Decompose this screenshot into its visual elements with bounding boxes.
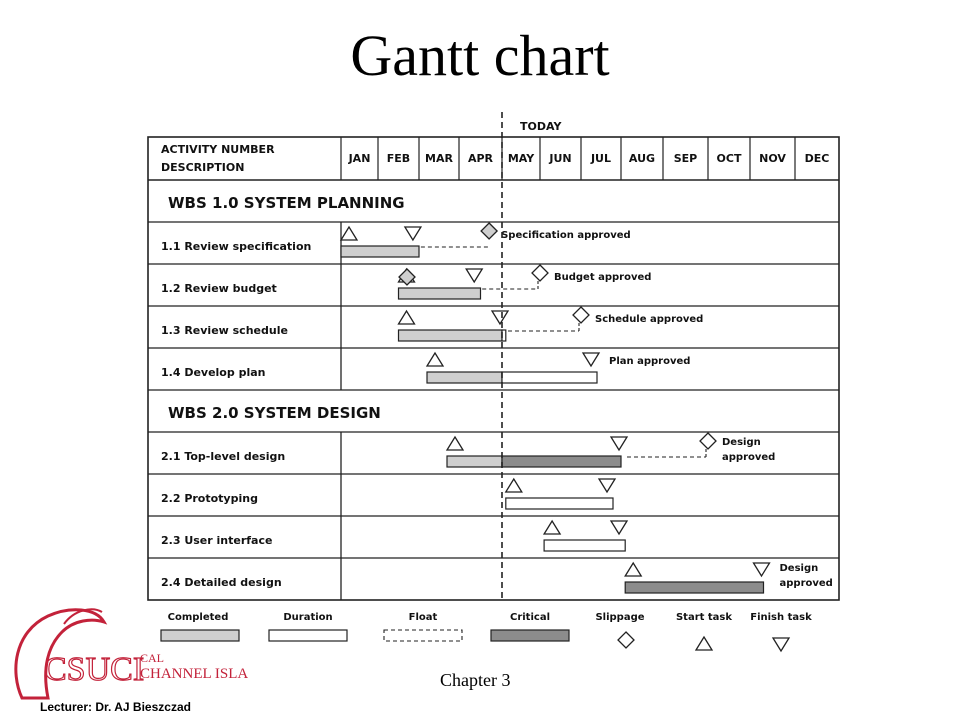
milestone-label: Plan approved [609,356,690,367]
month-label: JUN [548,152,571,165]
legend-slippage-icon [617,631,635,649]
milestone-label: Design [780,563,819,574]
critical-bar [624,581,765,594]
logo-cal: CAL [140,651,164,665]
dolphin-icon [14,608,108,700]
task-label: 1.1 Review specification [161,240,311,253]
slippage-icon [480,222,499,240]
milestone-icon [572,306,590,324]
task-label: 2.3 User interface [161,534,272,547]
legend-label: Completed [168,612,229,623]
legend-start-task-icon [694,635,714,651]
finish-task-icon [609,520,629,536]
start-task-icon [445,435,465,451]
logo-csuci: CSUCI [44,651,144,688]
completed-bar [426,371,503,384]
month-label: MAR [425,152,453,165]
legend-completed-swatch [160,629,240,642]
header-description: DESCRIPTION [161,161,244,174]
legend-label: Slippage [595,612,644,623]
task-label: 2.4 Detailed design [161,576,282,589]
month-label: FEB [387,152,410,165]
finish-task-icon [465,268,484,284]
legend-critical-swatch [490,629,570,642]
completed-bar [397,287,482,300]
finish-task-icon [490,310,510,326]
start-task-icon [339,225,359,241]
milestone-label: Budget approved [554,272,651,283]
section-title: WBS 1.0 SYSTEM PLANNING [168,194,405,212]
legend-finish-task-icon [771,637,791,653]
legend-label: Float [409,612,438,623]
logo-channel-islands: CHANNEL ISLANDS [140,666,248,682]
finish-task-icon [597,478,617,494]
critical-bar [501,455,622,468]
today-label: TODAY [520,120,562,133]
section-title: WBS 2.0 SYSTEM DESIGN [168,404,381,422]
chart-frame [147,136,840,601]
milestone-label: Specification approved [501,230,631,241]
finish-task-icon [752,562,771,578]
slippage-icon [398,268,416,286]
csuci-logo: CSUCI CAL CHANNEL ISLANDS [14,608,248,700]
month-label: MAY [508,152,535,165]
milestone-label: approved [722,452,775,463]
task-label: 2.1 Top-level design [161,450,285,463]
legend-label: Start task [676,612,732,623]
start-task-icon [542,519,562,535]
start-task-icon [504,477,523,493]
header-activity-number: ACTIVITY NUMBER [161,143,275,156]
completed-bar [397,329,503,342]
task-label: 1.3 Review schedule [161,324,288,337]
duration-bar [543,539,626,552]
slide-title: Gantt chart [350,23,610,88]
task-label: 1.2 Review budget [161,282,277,295]
start-task-icon [397,309,416,325]
duration-bar [501,371,598,384]
lecturer-label: Lecturer: Dr. AJ Bieszczad [40,700,191,714]
dolphin-fin-icon [63,608,103,625]
month-label: JUL [590,152,611,165]
month-label: AUG [629,152,655,165]
legend-label: Critical [510,612,550,623]
finish-task-icon [609,436,629,452]
start-task-icon [624,561,643,577]
month-label: APR [468,152,494,165]
milestone-icon [531,264,549,282]
finish-task-icon [403,226,423,242]
duration-bar [505,497,614,510]
task-label: 2.2 Prototyping [161,492,258,505]
legend-label: Finish task [750,612,812,623]
milestone-label: Design [722,437,761,448]
legend-label: Duration [283,612,332,623]
month-label: OCT [717,152,742,165]
chapter-label: Chapter 3 [440,670,511,690]
completed-bar [446,455,503,468]
start-task-icon [425,351,445,367]
month-label: NOV [759,152,786,165]
month-label: SEP [674,152,698,165]
milestone-icon [699,432,717,450]
legend-duration-swatch [268,629,348,642]
finish-task-icon [581,352,601,368]
milestone-label: approved [780,578,833,589]
completed-bar [340,245,420,258]
month-label: DEC [805,152,830,165]
legend-float-swatch [383,629,463,642]
milestone-label: Schedule approved [595,314,703,325]
month-label: JAN [348,152,371,165]
task-label: 1.4 Develop plan [161,366,265,379]
